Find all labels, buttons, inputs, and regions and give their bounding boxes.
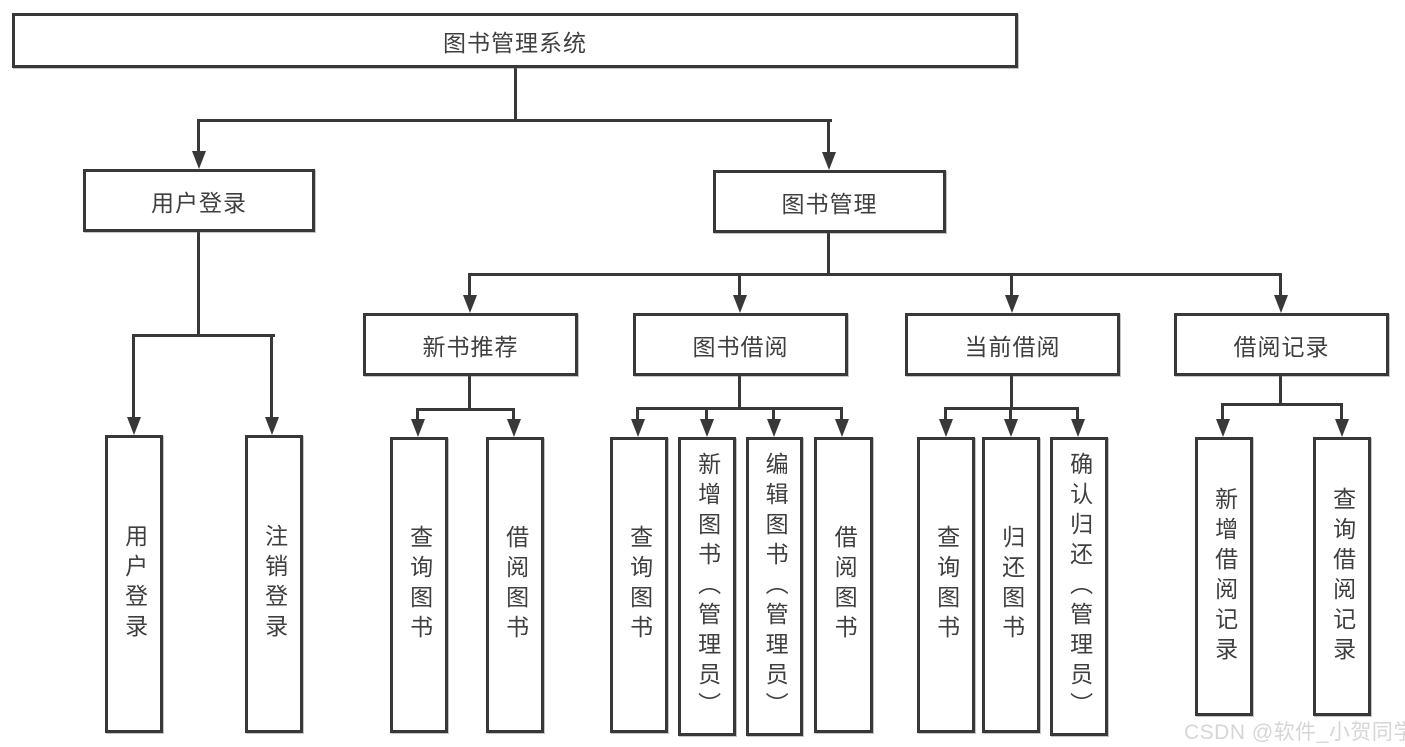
leaf-recommend-borrow-books-label: 借阅图书 [502, 525, 529, 645]
leaf-current-return-books: 归还图书 [982, 437, 1040, 733]
connector-line [197, 230, 200, 336]
leaf-current-confirm-return-admin-label: 确认归还（管理员） [1066, 451, 1093, 722]
arrow-down-icon [411, 419, 425, 437]
node-root: 图书管理系统 [12, 13, 1018, 68]
arrow-down-icon [1005, 295, 1019, 313]
node-new-book-recommend-label: 新书推荐 [422, 333, 519, 360]
leaf-records-add-record-label: 新增借阅记录 [1211, 486, 1238, 667]
connector-line [738, 273, 741, 297]
node-book-borrowing: 图书借阅 [633, 313, 848, 376]
connector-line [636, 407, 843, 410]
node-new-book-recommend: 新书推荐 [363, 313, 578, 376]
connector-line [512, 408, 515, 421]
leaf-borrowing-edit-books-admin: 编辑图书（管理员） [746, 437, 803, 736]
leaf-recommend-query-books: 查询图书 [390, 437, 448, 733]
connector-line [827, 119, 830, 154]
leaf-recommend-query-books-label: 查询图书 [406, 525, 433, 645]
connector-line [1010, 273, 1013, 297]
connector-line [468, 273, 1282, 276]
arrow-down-icon [700, 419, 714, 437]
leaf-user-login-label: 用户登录 [121, 524, 148, 644]
connector-line [416, 408, 515, 411]
node-user-login-label: 用户登录 [151, 189, 247, 216]
leaf-user-login: 用户登录 [105, 435, 163, 733]
node-root-label: 图书管理系统 [443, 29, 587, 56]
node-borrowing-records-label: 借阅记录 [1233, 333, 1330, 360]
csdn-watermark: CSDN @软件_小贺同学 [1184, 721, 1405, 744]
connector-line [197, 119, 832, 122]
leaf-records-query-record-label: 查询借阅记录 [1329, 486, 1356, 667]
leaf-current-confirm-return-admin: 确认归还（管理员） [1050, 437, 1108, 736]
node-current-borrowing: 当前借阅 [905, 313, 1120, 376]
node-borrowing-records: 借阅记录 [1174, 313, 1389, 376]
connector-line [636, 407, 639, 421]
connector-line [270, 334, 273, 419]
connector-line [468, 374, 471, 410]
node-book-management: 图书管理 [713, 170, 946, 233]
leaf-records-add-record: 新增借阅记录 [1195, 437, 1253, 716]
arrow-down-icon [1216, 419, 1230, 437]
connector-line [772, 407, 775, 421]
arrow-down-icon [733, 295, 747, 313]
leaf-borrowing-query-books: 查询图书 [610, 437, 668, 733]
connector-line [705, 407, 708, 421]
node-user-login: 用户登录 [83, 169, 315, 232]
arrow-down-icon [631, 419, 645, 437]
connector-line [468, 273, 471, 297]
connector-line [1279, 374, 1282, 405]
connector-line [1279, 273, 1282, 297]
arrow-down-icon [767, 419, 781, 437]
connector-line [132, 334, 135, 419]
connector-line [1076, 407, 1079, 421]
leaf-current-query-books-label: 查询图书 [933, 525, 960, 645]
connector-line [1221, 403, 1343, 406]
arrow-down-icon [507, 419, 521, 437]
leaf-borrowing-edit-books-admin-label: 编辑图书（管理员） [762, 451, 789, 722]
connector-line [132, 334, 275, 337]
connector-line [1221, 403, 1224, 421]
connector-line [1009, 407, 1012, 421]
leaf-borrowing-add-books-admin: 新增图书（管理员） [678, 437, 736, 736]
leaf-borrowing-add-books-admin-label: 新增图书（管理员） [694, 451, 721, 722]
connector-line [840, 407, 843, 421]
leaf-borrowing-borrow-books-label: 借阅图书 [831, 525, 858, 645]
leaf-logout: 注销登录 [245, 435, 303, 733]
connector-line [738, 374, 741, 409]
connector-line [514, 66, 517, 121]
arrow-down-icon [127, 417, 141, 435]
arrow-down-icon [835, 419, 849, 437]
leaf-borrowing-borrow-books: 借阅图书 [814, 437, 873, 733]
arrow-down-icon [1071, 419, 1085, 437]
arrow-down-icon [939, 419, 953, 437]
leaf-recommend-borrow-books: 借阅图书 [486, 437, 544, 733]
leaf-records-query-record: 查询借阅记录 [1313, 437, 1371, 716]
arrow-down-icon [192, 151, 206, 169]
arrow-down-icon [463, 295, 477, 313]
connector-line [416, 408, 419, 421]
arrow-down-icon [1274, 295, 1288, 313]
node-book-management-label: 图书管理 [781, 190, 878, 217]
arrow-down-icon [265, 417, 279, 435]
leaf-current-query-books: 查询图书 [917, 437, 975, 733]
connector-line [1340, 403, 1343, 421]
leaf-logout-label: 注销登录 [261, 524, 288, 644]
node-current-borrowing-label: 当前借阅 [964, 333, 1061, 360]
leaf-current-return-books-label: 归还图书 [998, 525, 1025, 645]
connector-line [1010, 374, 1013, 409]
arrow-down-icon [1335, 419, 1349, 437]
arrow-down-icon [822, 152, 836, 170]
arrow-down-icon [1004, 419, 1018, 437]
connector-line [827, 231, 830, 275]
connector-line [944, 407, 947, 421]
connector-line [197, 119, 200, 153]
leaf-borrowing-query-books-label: 查询图书 [626, 525, 653, 645]
node-book-borrowing-label: 图书借阅 [692, 333, 789, 360]
